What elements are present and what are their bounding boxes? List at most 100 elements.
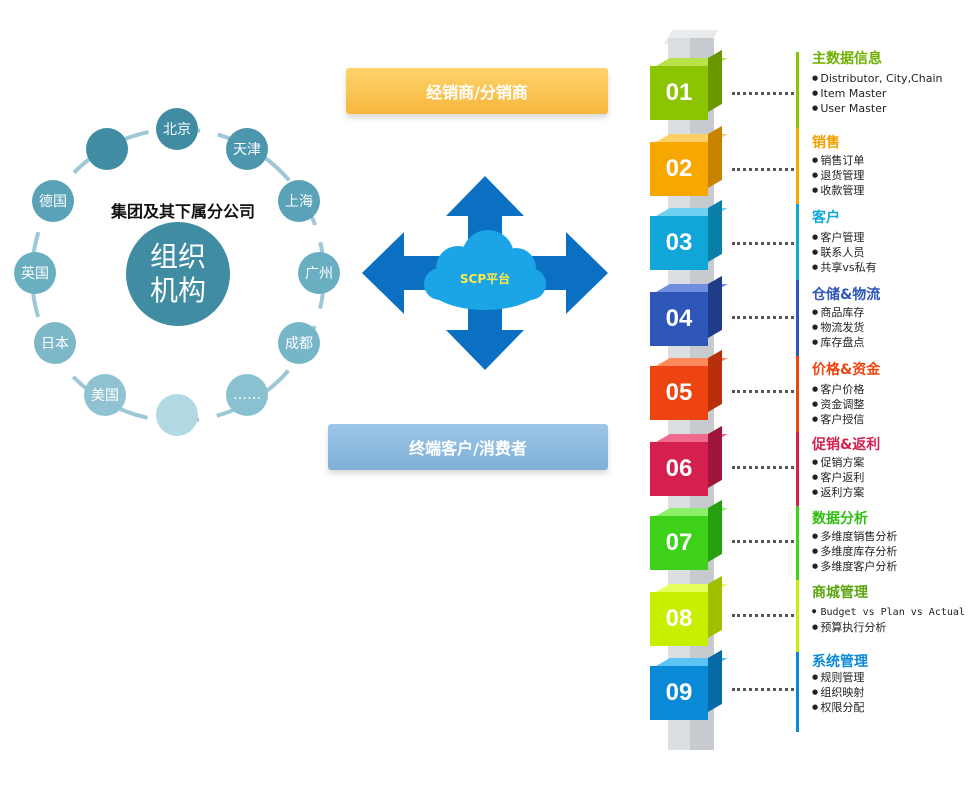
section-bar [796, 652, 799, 732]
section-bar [796, 506, 799, 580]
connector [732, 540, 794, 543]
section-item: 促销方案 [812, 455, 864, 470]
section-items-01: Distributor, City,Chain Item Master User… [812, 71, 942, 116]
cube-number: 09 [665, 679, 693, 706]
section-item: 共享vs私有 [812, 260, 876, 275]
section-item: 联系人员 [812, 245, 877, 260]
section-item: 资金调整 [812, 397, 864, 412]
section-bar [796, 580, 799, 652]
section-item: Distributor, City,Chain [812, 71, 942, 86]
section-item: User Master [812, 101, 942, 116]
section-items-02: 销售订单 退货管理 收款管理 [812, 153, 864, 198]
ring-node-blank-2 [156, 394, 198, 436]
cube-06: 06 [650, 425, 728, 496]
ring-node-uk: 英国 [14, 252, 56, 294]
section-item: 规则管理 [812, 670, 864, 685]
ring-node-guangzhou: 广州 [298, 252, 340, 294]
cloud-icon [424, 230, 546, 310]
section-item: 物流发货 [812, 320, 864, 335]
section-item: 预算执行分析 [812, 620, 965, 635]
section-title-04: 仓储&物流 [812, 287, 881, 303]
section-bar [796, 52, 799, 128]
connector [732, 390, 794, 393]
cube-05: 05 [650, 349, 728, 420]
four-way-arrow [362, 176, 608, 370]
cube-01: 01 [650, 49, 728, 120]
cube-07: 07 [650, 499, 728, 570]
ring-node-blank-1 [86, 128, 128, 170]
ring-node-shanghai: 上海 [278, 180, 320, 222]
ring-node-ellipsis: …… [226, 374, 268, 416]
section-items-08: Budget vs Plan vs Actual 预算执行分析 [812, 604, 965, 635]
connector [732, 242, 794, 245]
section-items-05: 客户价格 资金调整 客户授信 [812, 382, 864, 427]
section-item: 客户授信 [812, 412, 864, 427]
ring-node-beijing: 北京 [156, 108, 198, 150]
connector [732, 168, 794, 171]
cube-03: 03 [650, 199, 728, 270]
cube-02: 02 [650, 125, 728, 196]
cube-number: 08 [665, 605, 693, 632]
org-center-circle: 组织 机构 [126, 222, 230, 326]
section-items-04: 商品库存 物流发货 库存盘点 [812, 305, 864, 350]
section-item: Item Master [812, 86, 942, 101]
section-items-03: 客户管理 联系人员 共享vs私有 [812, 230, 877, 275]
ring-node-tianjin: 天津 [226, 128, 268, 170]
cube-number: 06 [665, 455, 693, 482]
section-item: 权限分配 [812, 700, 864, 715]
ring-node-chengdu: 成都 [278, 322, 320, 364]
section-item: 多维度库存分析 [812, 544, 897, 559]
connector [732, 466, 794, 469]
ring-node-usa: 美国 [84, 374, 126, 416]
section-item: 退货管理 [812, 168, 864, 183]
section-bar [796, 204, 799, 280]
cube-number: 04 [665, 305, 693, 332]
group-subtitle: 集团及其下属分公司 [110, 202, 255, 221]
section-title-08: 商城管理 [812, 585, 868, 601]
connector [732, 688, 794, 691]
section-items-07: 多维度销售分析 多维度库存分析 多维度客户分析 [812, 529, 897, 574]
section-item: 库存盘点 [812, 335, 864, 350]
ring-node-japan: 日本 [34, 322, 76, 364]
section-title-01: 主数据信息 [812, 51, 882, 67]
section-item: 返利方案 [812, 485, 864, 500]
section-item: 组织映射 [812, 685, 864, 700]
org-center-line1: 组织 [149, 240, 206, 273]
section-item: 多维度销售分析 [812, 529, 897, 544]
section-bar [796, 432, 799, 506]
section-bar [796, 356, 799, 432]
section-title-07: 数据分析 [812, 511, 868, 527]
org-center-line2: 机构 [149, 274, 206, 307]
section-item: 收款管理 [812, 183, 864, 198]
cube-number: 02 [665, 155, 693, 182]
section-item: 多维度客户分析 [812, 559, 897, 574]
consumer-banner: 终端客户/消费者 [328, 424, 608, 470]
section-title-02: 销售 [812, 135, 840, 151]
cube-number: 07 [665, 529, 693, 556]
section-item: 商品库存 [812, 305, 864, 320]
distributor-banner: 经销商/分销商 [346, 68, 608, 114]
section-bar [796, 280, 799, 356]
cube-number: 01 [665, 79, 693, 106]
section-items-09: 规则管理 组织映射 权限分配 [812, 670, 864, 715]
scp-platform-label: SCP平台 [459, 272, 511, 286]
cube-08: 08 [650, 575, 728, 646]
ring-node-germany: 德国 [32, 180, 74, 222]
section-item: 客户返利 [812, 470, 864, 485]
section-item: Budget vs Plan vs Actual [812, 604, 965, 620]
connector [732, 316, 794, 319]
cube-09: 09 [650, 649, 728, 720]
section-item: 销售订单 [812, 153, 864, 168]
section-title-05: 价格&资金 [812, 362, 881, 378]
section-bar [796, 128, 799, 204]
section-item: 客户价格 [812, 382, 864, 397]
section-title-06: 促销&返利 [812, 437, 881, 453]
connector [732, 614, 794, 617]
section-title-03: 客户 [812, 210, 840, 226]
cube-number: 05 [665, 379, 693, 406]
connector [732, 92, 794, 95]
section-title-09: 系统管理 [812, 654, 868, 670]
section-item: 客户管理 [812, 230, 877, 245]
section-items-06: 促销方案 客户返利 返利方案 [812, 455, 864, 500]
cube-04: 04 [650, 275, 728, 346]
